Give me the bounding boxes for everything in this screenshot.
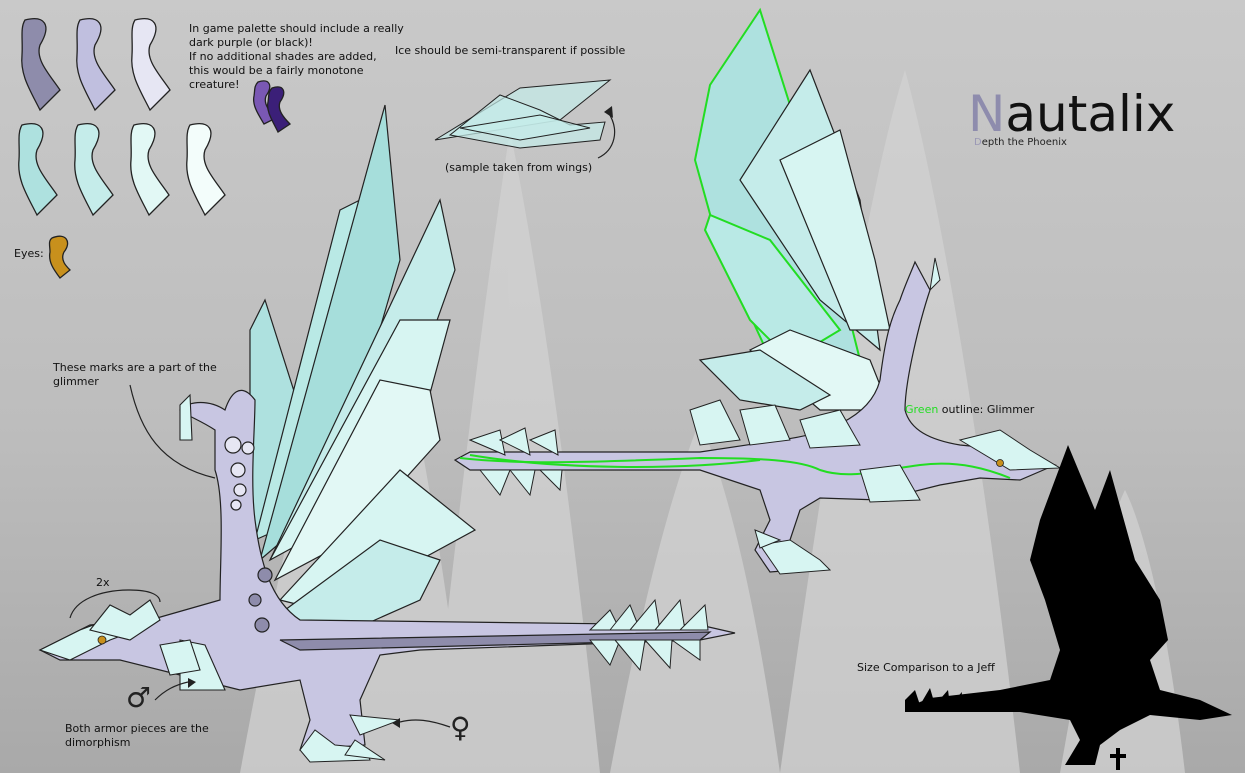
palette-swatch (74, 123, 114, 217)
subtitle-initial: D (974, 137, 982, 148)
palette-note-line: In game palette should include a really (189, 22, 404, 35)
left-body (38, 389, 736, 751)
palette-note-line: If no additional shades are added, (189, 50, 377, 63)
eye-swatch (48, 235, 71, 279)
subtitle-rest: epth the Phoenix (981, 137, 1067, 148)
multiplier-label: 2x (96, 576, 110, 589)
palette-note-line: creature! (189, 78, 240, 91)
ice-note: Ice should be semi-transparent if possib… (395, 44, 626, 57)
sample-arrowhead (604, 106, 613, 118)
palette-swatch (21, 18, 61, 112)
armor-note-line: Both armor pieces are the (65, 722, 209, 735)
left-eye (97, 635, 107, 645)
palette-swatch (18, 123, 58, 217)
palette-note-line: this would be a fairly monotone (189, 64, 364, 77)
female-symbol: ♀ (450, 711, 471, 744)
female-arrow (399, 719, 451, 728)
color-palette (18, 18, 292, 279)
dragon-right (453, 7, 1062, 575)
outline-rest: outline: Glimmer (938, 403, 1035, 416)
dragon-left (38, 104, 736, 763)
male-symbol: ♂ (126, 681, 152, 714)
eyes-label: Eyes: (14, 247, 44, 260)
right-feet (754, 529, 832, 575)
glimmer-note-line: These marks are a part of the (53, 361, 217, 374)
armor-note-line: dimorphism (65, 736, 131, 749)
right-wing (693, 7, 891, 411)
left-head-armor (38, 393, 226, 691)
right-spikes (468, 257, 1062, 503)
palette-swatch (186, 123, 226, 217)
title-initial: N (968, 85, 1006, 143)
ice-sample (434, 79, 612, 149)
page-subtitle: Depth the Phoenix (974, 137, 1067, 148)
glimmer-outline-note: Green outline: Glimmer (905, 403, 1034, 417)
sample-arrow (597, 111, 616, 159)
armor-arrowhead (188, 678, 196, 688)
palette-swatch (130, 123, 170, 217)
dark-accent-swatch (266, 86, 292, 133)
size-silhouette (905, 445, 1232, 770)
glimmer-note-line: glimmer (53, 375, 99, 388)
page-title: Nautalix (968, 86, 1175, 142)
palette-note-line: dark purple (or black)! (189, 36, 313, 49)
left-feet (299, 714, 401, 763)
title-rest: autalix (1005, 85, 1176, 143)
armor-arrow (154, 681, 189, 701)
size-comparison-label: Size Comparison to a Jeff (857, 661, 995, 674)
left-wing (249, 104, 477, 641)
palette-swatch (131, 18, 171, 112)
female-arrowhead (392, 718, 400, 728)
right-eye (996, 459, 1004, 467)
left-tail-spikes (588, 598, 709, 672)
multiplier-bracket (69, 589, 161, 619)
palette-swatch (76, 18, 116, 112)
sample-caption: (sample taken from wings) (445, 161, 593, 174)
glimmer-pointer (129, 384, 216, 479)
green-word: Green (905, 403, 939, 416)
